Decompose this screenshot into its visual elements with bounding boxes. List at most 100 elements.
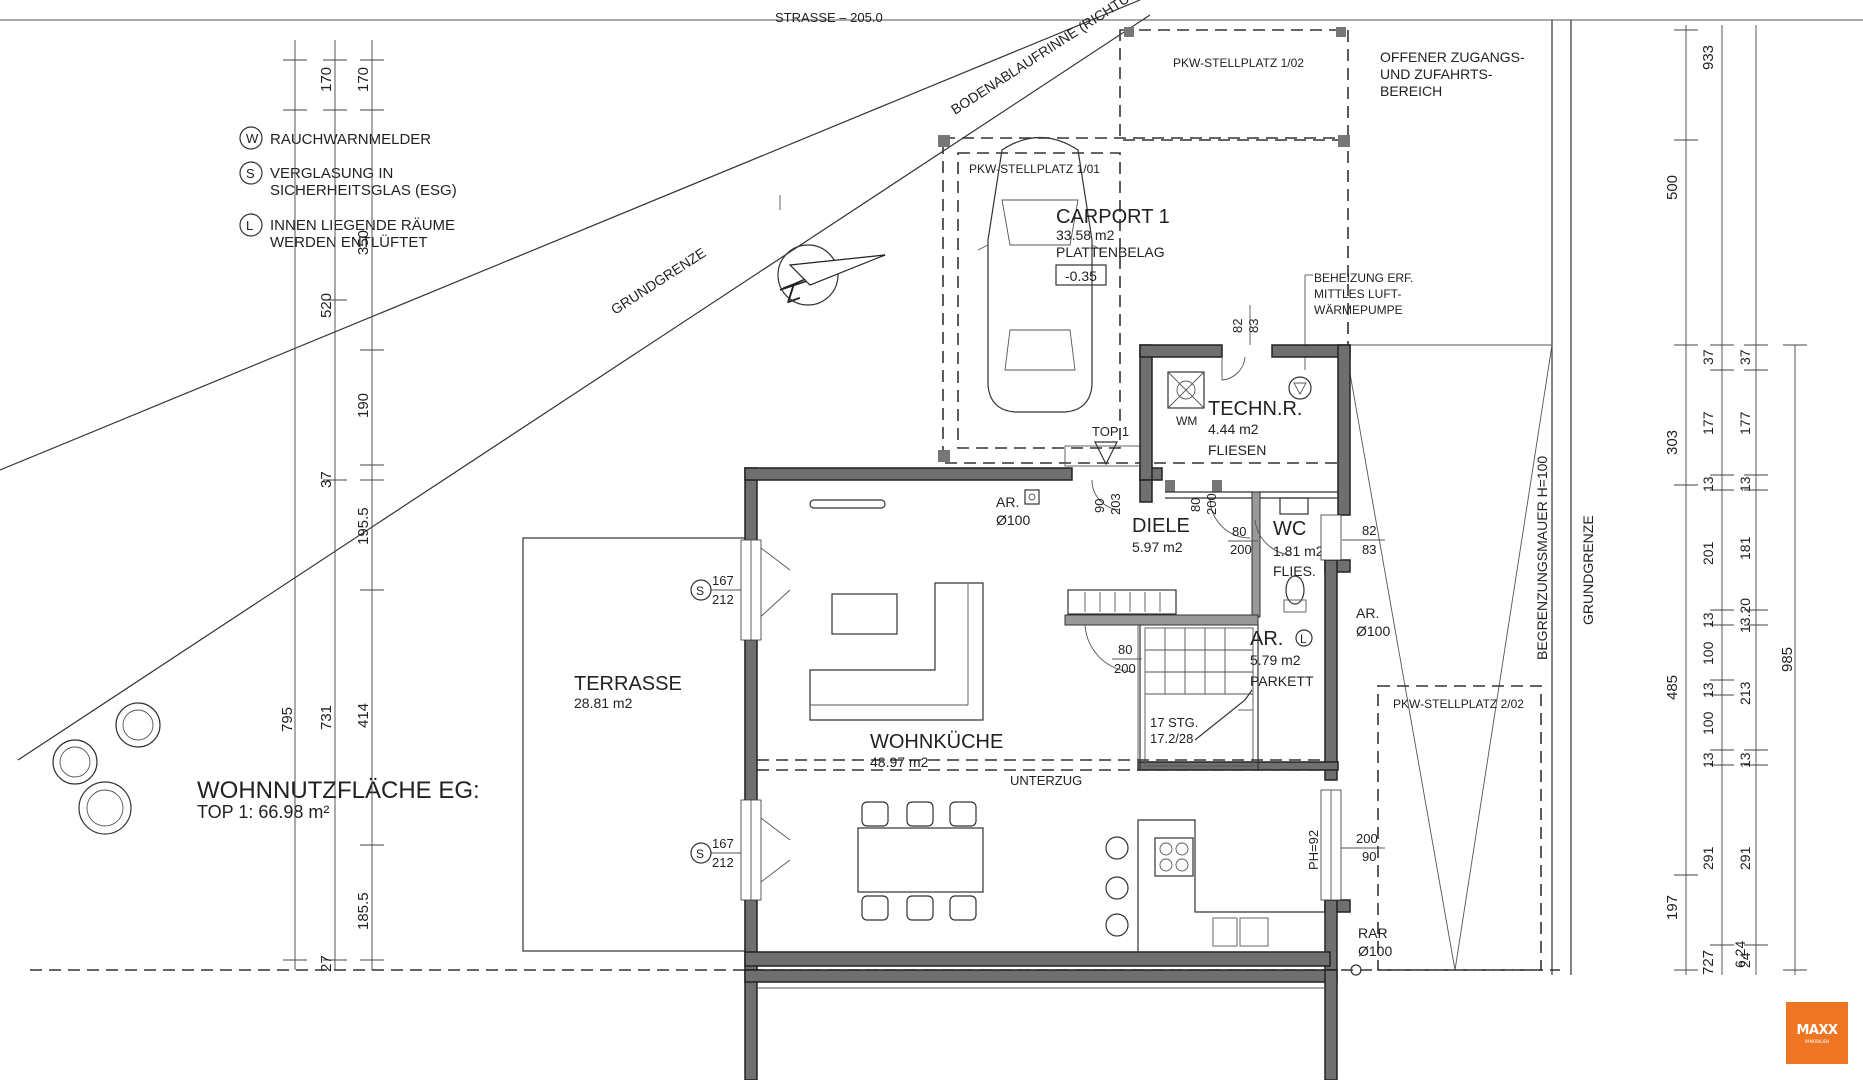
ar-right-value: Ø100: [1356, 623, 1390, 639]
parking-101-outline: [957, 152, 1121, 449]
door-dim-200a: 200: [1204, 493, 1219, 515]
carport-area: 33.58 m2: [1056, 227, 1115, 243]
dim-right-c-6: 13: [1737, 752, 1753, 768]
ar-d100-label: AR.: [996, 494, 1019, 510]
tree-icon: [52, 702, 161, 835]
interior-walls: [1064, 491, 1338, 770]
site-diagonal-line: [0, 0, 1141, 471]
dim-left-inner-0: 170: [355, 67, 372, 92]
door-dim-83b: 83: [1362, 542, 1376, 557]
dim-left-inner-2: 190: [355, 393, 372, 418]
dim-right-c-1: 177: [1737, 411, 1753, 435]
ar-l-symbol: [1295, 629, 1313, 647]
heat-pump-icon: [1288, 376, 1312, 400]
dim-right-a-1: 500: [1664, 175, 1681, 200]
dim-right-a-3: 485: [1664, 675, 1681, 700]
logo-text: MAXX: [1796, 1022, 1838, 1038]
glazing-dim-167a: 167: [712, 573, 734, 588]
dim-right-b-3: 201: [1700, 541, 1716, 565]
dim-right-b-6: 13: [1700, 682, 1716, 698]
dim-right-c-0: 37: [1737, 349, 1753, 365]
dim-right-c-3: 181: [1737, 536, 1753, 560]
window-dim-90: 90: [1362, 849, 1376, 864]
kitchen-island: [1105, 819, 1326, 953]
ph-label: PH=92: [1306, 830, 1321, 870]
access-line-1: OFFENER ZUGANGS-: [1380, 49, 1525, 65]
techn-name: TECHN.R.: [1208, 398, 1302, 420]
wohnkueche-name: WOHNKÜCHE: [870, 731, 1003, 753]
diele-area: 5.97 m2: [1132, 539, 1183, 555]
boundary-diagonal-line: [17, 14, 1151, 761]
glazing-dim-212b: 212: [712, 855, 734, 870]
washing-machine-icon: [1167, 371, 1205, 409]
drain-label: BODENABLAUFRINNE (RICHTUNG): [948, 0, 1154, 118]
heating-line-3: WÄRMEPUMPE: [1314, 303, 1403, 317]
tv-board: [809, 499, 886, 509]
glazing-marker: S 167 212 S 167 212: [690, 573, 742, 870]
door-dim-203: 203: [1108, 493, 1123, 515]
door-dim-80c: 80: [1118, 642, 1132, 657]
parking-202-label: PKW-STELLPLATZ 2/02: [1393, 697, 1524, 711]
techn-wm: WM: [1176, 414, 1197, 428]
chair-icon: [861, 801, 977, 921]
parking-102-label: PKW-STELLPLATZ 1/02: [1173, 56, 1304, 70]
dim-right-c-7: 291: [1737, 846, 1753, 870]
ar-area: 5.79 m2: [1250, 652, 1301, 668]
dim-right-c-5: 213: [1737, 681, 1753, 705]
legend-symbol-w-text: W: [246, 131, 259, 146]
north-arrow-icon: Z: [777, 244, 886, 309]
ar-d100-value: Ø100: [996, 512, 1030, 528]
top1-label: TOP 1: [1092, 424, 1129, 439]
boundary-diagonal-label: GRUNDGRENZE: [608, 244, 709, 317]
dimension-chain-left: 170 520 795 170 350 190 37 195.5 731 414…: [279, 40, 384, 972]
pipe-marker-icon: [1024, 489, 1040, 505]
dim-left-inner-4: 195.5: [355, 507, 372, 545]
door-dim-82a: 82: [1230, 319, 1245, 333]
legend-symbol-s: [239, 161, 263, 185]
terrace-area: 28.81 m2: [574, 695, 633, 711]
dim-right-total: 985: [1779, 647, 1796, 672]
legend-label-w: RAUCHWARNMELDER: [270, 131, 431, 148]
access-line-2: UND ZUFAHRTS-: [1380, 66, 1493, 82]
entry-marker-icon: [1094, 441, 1118, 466]
post: [1336, 27, 1346, 37]
kitchen-sink-icon: [1239, 917, 1269, 947]
boundary-right-label: GRUNDGRENZE: [1580, 515, 1596, 625]
summary-title: WOHNNUTZFLÄCHE EG:: [197, 777, 480, 804]
access-line-3: BEREICH: [1380, 83, 1442, 99]
post: [938, 135, 950, 147]
company-logo: MAXX IMMOBILIEN: [1786, 1002, 1848, 1064]
glazing-dim-167b: 167: [712, 836, 734, 851]
washing-machine-icon: [1176, 380, 1196, 400]
carport-level: -0.35: [1065, 268, 1097, 284]
dim-left-inner-8: 27: [318, 955, 335, 972]
legend-symbol-l-text: L: [246, 218, 253, 233]
dim-left-inner-3: 37: [318, 471, 335, 488]
glazing-dim-212a: 212: [712, 592, 734, 607]
door-dim-200b: 200: [1230, 542, 1252, 557]
pipe-marker-icon: [1028, 493, 1036, 501]
dim-right-a-5: 727: [1700, 950, 1717, 975]
dim-right-b-4: 13: [1700, 612, 1716, 628]
dim-left-outer-0: 170: [318, 67, 335, 92]
toilet-icon: [1285, 575, 1305, 605]
terrace-name: TERRASSE: [574, 673, 682, 695]
sink-icon: [1279, 497, 1309, 515]
wc-floor: FLIES.: [1273, 563, 1316, 579]
dining-table: [857, 827, 984, 893]
ar-floor: PARKETT: [1250, 673, 1314, 689]
legend-label-s-2: SICHERHEITSGLAS (ESG): [270, 182, 457, 199]
street-label: STRASSE – 205.0: [775, 10, 883, 25]
stairs-line-1: 17 STG.: [1150, 715, 1198, 730]
ar-l-symbol-text: L: [1300, 632, 1307, 646]
parking-202-outline: [1377, 685, 1542, 971]
dim-right-b-5: 100: [1700, 641, 1716, 665]
pipe-marker-icon: [1350, 964, 1362, 976]
dim-right-b-10: 6.24: [1732, 941, 1748, 968]
dim-right-b-9: 291: [1700, 846, 1716, 870]
wardrobe-hangers: [1084, 592, 1161, 612]
post: [938, 450, 950, 462]
post: [1124, 27, 1134, 37]
stairs-line-2: 17.2/28: [1150, 731, 1193, 746]
